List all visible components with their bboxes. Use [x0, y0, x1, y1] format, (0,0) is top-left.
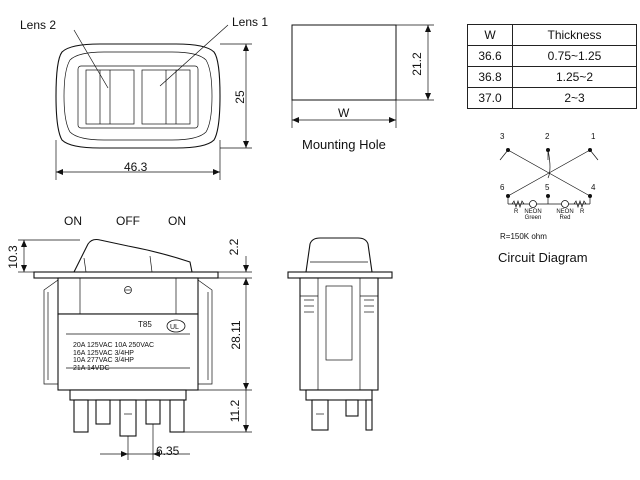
- neon-green-line1: NEON: [524, 209, 542, 215]
- neon-green-label: NEON Green: [522, 209, 544, 221]
- table-header-w: W: [467, 24, 513, 46]
- circuit-diagram: [499, 148, 599, 209]
- terminal-3: [119, 399, 137, 437]
- ul-mark-icon: UL: [166, 319, 186, 333]
- side-view: [287, 237, 393, 431]
- side-flange: [287, 271, 393, 279]
- rating-line: 10A 277VAC 3/4HP: [73, 357, 134, 364]
- lens-2-leader: [73, 29, 109, 89]
- dim-46-3-text: 46.3: [124, 160, 148, 174]
- table-cell-w: 36.6: [467, 45, 513, 67]
- dim-11-2-text: 11.2: [228, 399, 242, 423]
- dim-w-text: W: [338, 106, 350, 120]
- lens-2-label: Lens 2: [20, 18, 57, 32]
- table-header-thickness: Thickness: [512, 24, 637, 46]
- front-base: [69, 389, 187, 401]
- pin-4-label: 4: [591, 183, 596, 192]
- svg-text:UL: UL: [170, 324, 179, 331]
- neon-green-line2: Green: [524, 215, 542, 221]
- neon-red-line2: Red: [559, 215, 571, 221]
- dim-25-text: 25: [233, 90, 247, 104]
- rating-line: 20A 125VAC 10A 250VAC: [73, 342, 155, 349]
- model-label: T85: [138, 320, 152, 329]
- resistor-left-label: R: [514, 209, 519, 215]
- table-header-row: W Thickness: [467, 24, 637, 46]
- position-on-right: ON: [168, 214, 186, 228]
- pin-2-label: 2: [545, 132, 550, 141]
- resistor-left-zigzag: [511, 199, 525, 209]
- dim-2-2-text: 2.2: [227, 238, 241, 256]
- table-cell-w: 37.0: [467, 87, 513, 109]
- side-base: [305, 389, 373, 401]
- front-view: UL: [18, 238, 252, 460]
- rating-line: 21A 14VDC: [73, 364, 110, 372]
- table-cell-w: 36.8: [467, 66, 513, 88]
- table-cell-thickness: 1.25~2: [512, 66, 637, 88]
- dim-10-3-text: 10.3: [6, 245, 20, 269]
- neon-red-label: NEON Red: [554, 209, 576, 221]
- rating-text-block: 20A 125VAC 10A 250VAC 16A 125VAC 3/4HP 1…: [73, 342, 154, 372]
- lens-frame: [77, 65, 199, 129]
- dim-6-35-text: 6.35: [156, 444, 180, 458]
- side-cavity: [325, 285, 353, 361]
- pin-1-label: 1: [591, 132, 596, 141]
- terminal-1: [73, 399, 89, 433]
- neon-red-line1: NEON: [556, 209, 574, 215]
- dim-28-11-text: 28.11: [229, 320, 243, 350]
- table-row: 37.0 2~3: [467, 87, 637, 109]
- circuit-diagram-caption: Circuit Diagram: [498, 250, 588, 265]
- table-cell-thickness: 2~3: [512, 87, 637, 109]
- dim-21-2-text: 21.2: [410, 52, 424, 76]
- terminal-2: [95, 399, 111, 425]
- pin-6-label: 6: [500, 183, 505, 192]
- side-housing: [299, 277, 379, 391]
- table-cell-thickness: 0.75~1.25: [512, 45, 637, 67]
- position-off: OFF: [116, 214, 140, 228]
- neon-red-lamp: [561, 200, 569, 208]
- side-terminal-center: [345, 399, 359, 417]
- side-terminal-right: [365, 399, 373, 431]
- snap-clip-left: [43, 279, 59, 385]
- mounting-hole-rect: [291, 24, 397, 101]
- resistor-note: R=150K ohm: [500, 232, 547, 241]
- front-housing: [57, 277, 199, 315]
- resistor-right-zigzag: [573, 199, 587, 209]
- front-flange: [33, 271, 219, 279]
- rocker-actuator: [73, 238, 193, 273]
- snap-clip-right: [197, 279, 213, 385]
- side-terminal-left: [311, 399, 329, 431]
- mounting-hole-caption: Mounting Hole: [302, 137, 386, 152]
- terminal-4: [145, 399, 161, 425]
- pin-3-label: 3: [500, 132, 505, 141]
- mounting-hole-view: [291, 24, 434, 128]
- resistor-right-label: R: [580, 209, 585, 215]
- top-view-inner-body: [63, 51, 213, 141]
- pin-5-label: 5: [545, 183, 550, 192]
- table-row: 36.6 0.75~1.25: [467, 45, 637, 67]
- side-actuator: [305, 237, 373, 273]
- rating-line: 16A 125VAC 3/4HP: [73, 349, 134, 357]
- housing-screw: [124, 286, 132, 294]
- top-view-outer-body: [55, 43, 221, 149]
- table-row: 36.8 1.25~2: [467, 66, 637, 88]
- position-on-left: ON: [64, 214, 82, 228]
- terminal-5: [169, 399, 185, 433]
- thickness-table: W Thickness 36.6 0.75~1.25 36.8 1.25~2 3…: [467, 24, 637, 109]
- lens-1-label: Lens 1: [232, 15, 269, 29]
- rating-label-plate: [57, 313, 199, 391]
- neon-green-lamp: [529, 200, 537, 208]
- top-view: [55, 24, 252, 180]
- lens-1-leader: [159, 24, 229, 87]
